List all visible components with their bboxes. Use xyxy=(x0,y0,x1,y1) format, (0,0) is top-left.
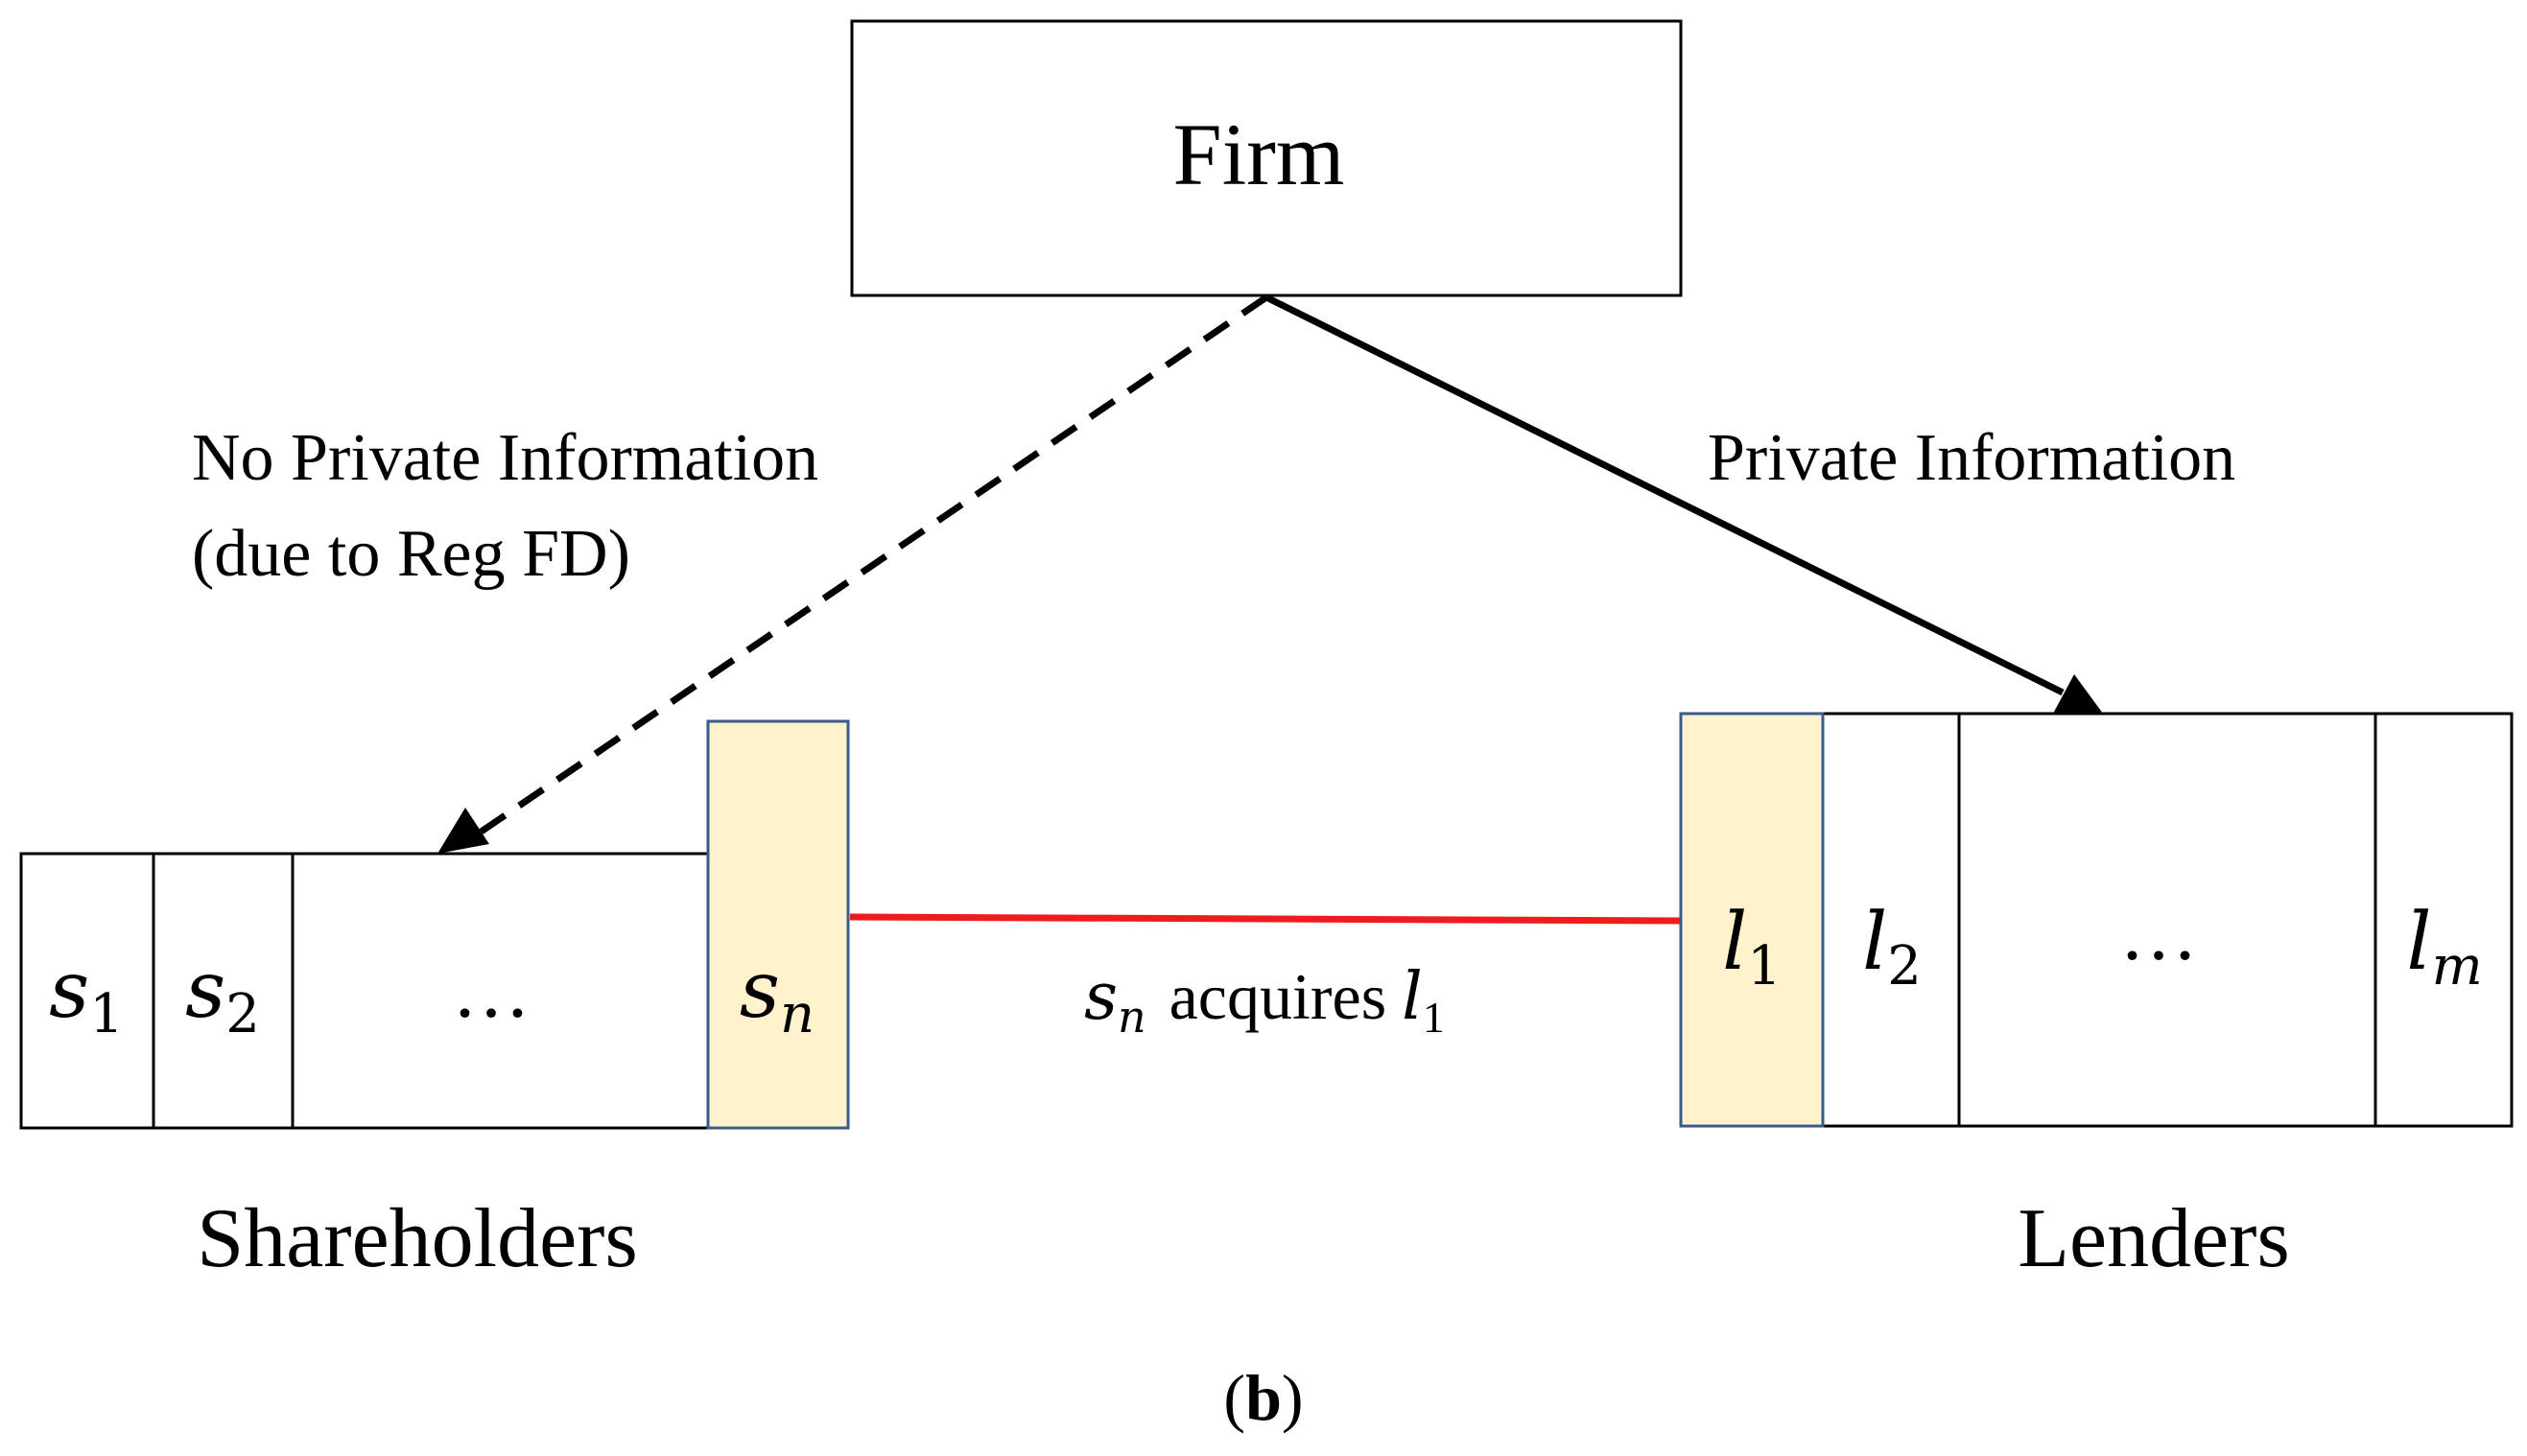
shareholders-title: Shareholders xyxy=(197,1192,637,1285)
private-info-label: Private Information xyxy=(1708,421,2235,495)
firm-box xyxy=(850,19,1683,297)
reg-fd-label: (due to Reg FD) xyxy=(192,517,630,591)
lender-cell-ellipsis: … xyxy=(2119,889,2198,976)
shareholders-group: s1 s2 … sn Shareholders xyxy=(19,719,850,1285)
lenders-title: Lenders xyxy=(2018,1192,2289,1285)
acquisition-line xyxy=(849,913,1682,925)
no-private-info-label: No Private Information xyxy=(192,421,818,495)
lender-cell-1: l1 xyxy=(1722,897,1782,998)
lenders-group: l1 l2 … lm Lenders xyxy=(1679,712,2514,1285)
solid-arrow-head xyxy=(2053,674,2103,714)
dashed-arrow-line xyxy=(478,294,1268,835)
private-info-edge: Private Information xyxy=(1264,294,2235,714)
dashed-arrow-head xyxy=(437,808,489,854)
solid-arrow-line xyxy=(1264,294,2065,696)
shareholder-cell-1: s1 xyxy=(49,945,124,1045)
shareholder-cell-2: s2 xyxy=(185,945,260,1045)
figure-caption: (b) xyxy=(1223,1361,1303,1434)
shareholder-cell-n: sn xyxy=(740,945,815,1045)
lender-l1-highlight xyxy=(1679,712,1825,1128)
no-private-info-edge: No Private Information (due to Reg FD) xyxy=(192,294,1268,854)
lender-cell-m: lm xyxy=(2406,897,2482,998)
shareholder-sn-highlight xyxy=(706,719,850,1130)
lender-cell-2: l2 xyxy=(1862,897,1922,998)
firm-label: Firm xyxy=(1173,106,1345,203)
shareholder-cell-ellipsis: … xyxy=(452,947,531,1034)
firm-node: Firm xyxy=(850,19,1683,297)
